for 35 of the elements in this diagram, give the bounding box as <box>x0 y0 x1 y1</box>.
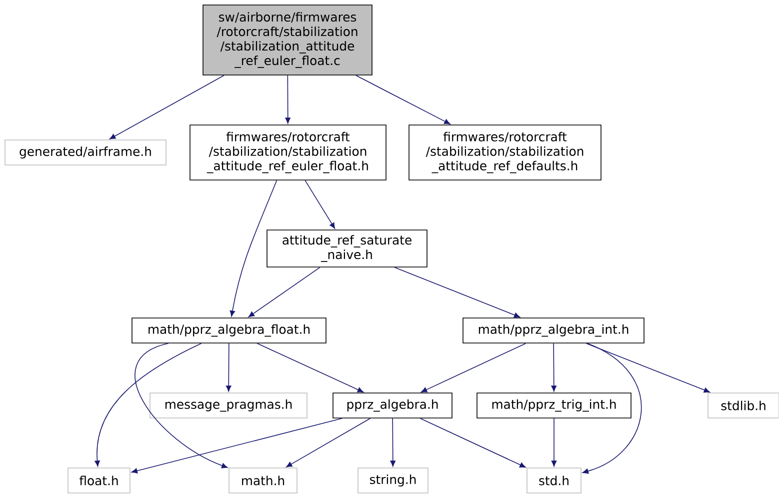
arrow <box>582 343 642 474</box>
arrow <box>356 75 450 124</box>
arrow <box>285 75 290 124</box>
arrow <box>110 75 224 140</box>
header-file-box: stdlib.h <box>708 392 779 418</box>
arrow <box>134 343 228 468</box>
header-file-box: std.h <box>526 468 582 494</box>
arrow <box>420 418 526 468</box>
header-file-box: firmwares/rotorcraft /stabilization/stabilization _attitude_ref_defaults.h <box>408 124 602 180</box>
arrow <box>94 343 202 467</box>
arrow <box>248 267 320 318</box>
arrow <box>286 418 371 468</box>
arrow <box>394 267 520 318</box>
header-file-box: math.h <box>228 468 298 494</box>
header-file-box: math/pprz_algebra_int.h <box>462 318 644 344</box>
arrow <box>256 343 364 392</box>
arrow <box>586 343 710 393</box>
header-file-box: firmwares/rotorcraft /stabilization/stabilization _attitude_ref_euler_float.h <box>190 124 386 180</box>
header-file-box: math/pprz_trig_int.h <box>476 392 632 418</box>
arrow <box>390 418 396 467</box>
arrow <box>226 343 232 392</box>
header-file-box: string.h <box>358 468 428 494</box>
header-file-box: attitude_ref_saturate _naive.h <box>266 230 428 268</box>
header-file-box: pprz_algebra.h <box>332 392 452 418</box>
arrow <box>230 180 278 317</box>
header-file-box: generated/airframe.h <box>4 140 166 166</box>
header-file-box: float.h <box>68 468 130 494</box>
arrow <box>551 418 557 467</box>
header-file-box: message_pragmas.h <box>150 392 308 418</box>
arrow <box>304 180 336 229</box>
arrow <box>551 343 557 392</box>
arrow <box>421 343 526 392</box>
header-file-box: math/pprz_algebra_float.h <box>132 318 326 344</box>
arrow <box>131 418 342 474</box>
source-file-box: sw/airborne/firmwares /rotorcraft/stabilization /stabilization_attitude _ref_euler_float.c <box>202 4 372 76</box>
